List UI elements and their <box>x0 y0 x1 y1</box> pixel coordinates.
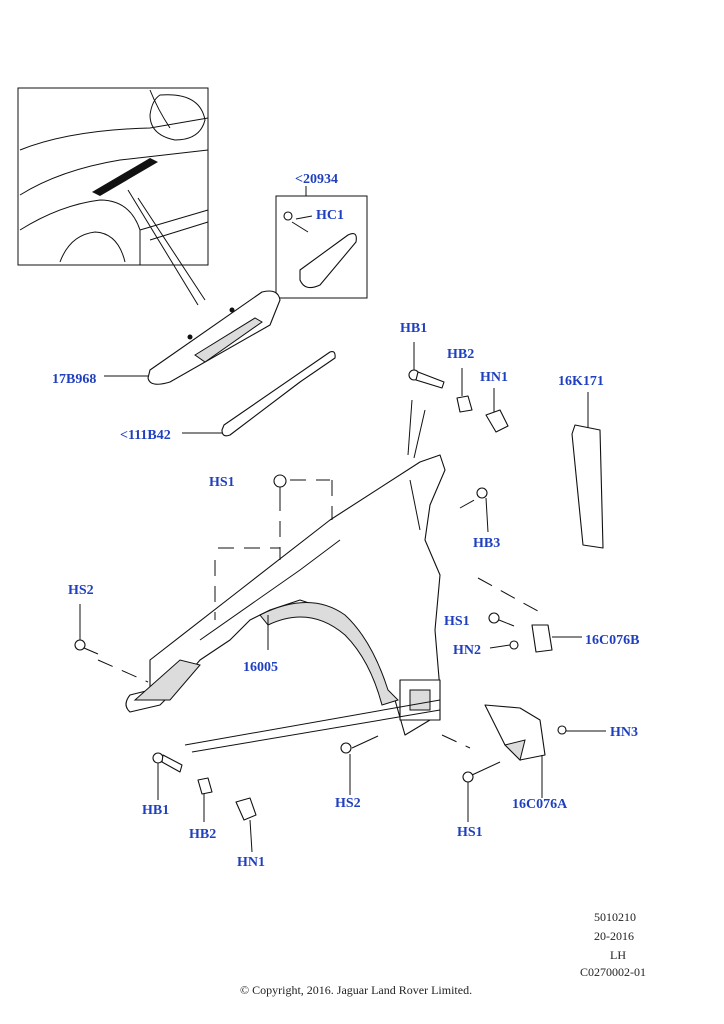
label-20934: <20934 <box>295 172 338 187</box>
label-hn1-bottom: HN1 <box>237 855 265 870</box>
label-16k171: 16K171 <box>558 374 604 389</box>
label-16005: 16005 <box>243 660 278 675</box>
label-hc1: HC1 <box>316 208 344 223</box>
label-hs1-top: HS1 <box>209 475 235 490</box>
label-16c076b: 16C076B <box>585 633 640 648</box>
part-17b968 <box>104 290 281 385</box>
label-hn1-top: HN1 <box>480 370 508 385</box>
label-hs1-bottom: HS1 <box>457 825 483 840</box>
label-hb2-bottom: HB2 <box>189 827 217 842</box>
label-hb1-bottom: HB1 <box>142 803 170 818</box>
part-16005-fender <box>125 454 446 736</box>
assembly-lines <box>97 479 546 753</box>
drawing-id: C0270002-01 <box>580 965 646 979</box>
label-hs2-bottom: HS2 <box>335 796 361 811</box>
vehicle-inset <box>17 87 209 306</box>
label-16c076a: 16C076A <box>512 797 568 812</box>
fasteners-bottom <box>152 735 379 853</box>
label-hn2: HN2 <box>453 643 481 658</box>
ref-number: 5010210 <box>594 910 636 924</box>
label-hb2-top: HB2 <box>447 347 475 362</box>
fasteners-middle <box>74 474 582 655</box>
label-hn3: HN3 <box>610 725 638 740</box>
label-hb1-top: HB1 <box>400 321 428 336</box>
copyright-text: © Copyright, 2016. Jaguar Land Rover Lim… <box>240 983 473 997</box>
inset-20934 <box>275 186 368 299</box>
label-hs1-mid: HS1 <box>444 614 470 629</box>
label-hs2-left: HS2 <box>68 583 94 598</box>
part-16c076a <box>462 704 606 822</box>
label-111b42: <111B42 <box>120 428 171 443</box>
part-16k171 <box>571 392 604 549</box>
part-111b42 <box>182 351 336 437</box>
label-hb3: HB3 <box>473 536 501 551</box>
date-code: 20-2016 <box>594 929 634 943</box>
side-code: LH <box>610 948 626 962</box>
label-17b968: 17B968 <box>52 372 97 387</box>
fasteners-top <box>407 342 509 459</box>
